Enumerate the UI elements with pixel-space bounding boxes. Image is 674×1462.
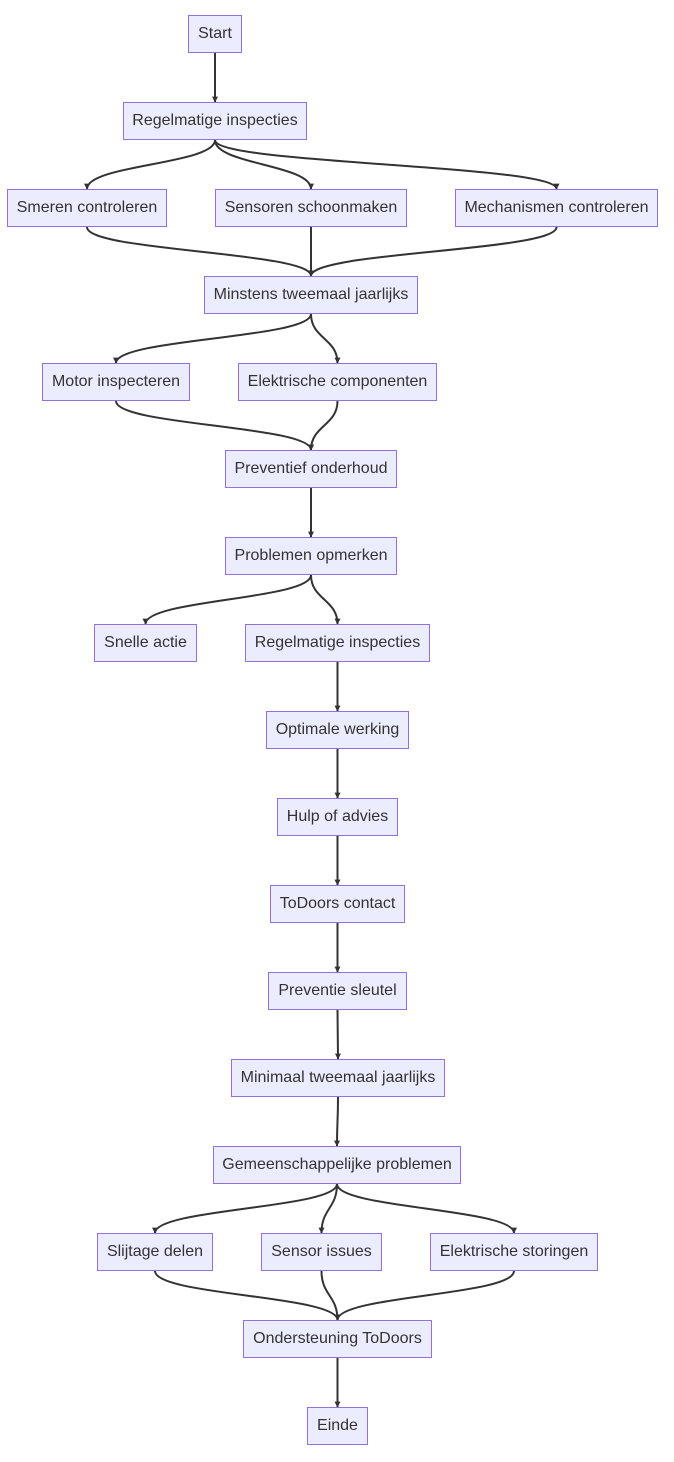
node-preventive: Preventief onderhoud: [225, 450, 397, 488]
edge-minimum-twice-to-common: [334, 1096, 341, 1147]
node-start: Start: [188, 15, 242, 53]
node-help: Hulp of advies: [277, 798, 398, 836]
node-motor: Motor inspecteren: [42, 363, 190, 401]
edge-key-to-minimum-twice: [334, 1009, 341, 1060]
node-common: Gemeenschappelijke problemen: [213, 1146, 461, 1184]
edge-notice-to-quick-action: [142, 574, 312, 625]
node-elec-faults: Elektrische storingen: [430, 1233, 598, 1271]
edge-common-to-sensor-issues: [318, 1183, 338, 1234]
edge-inspections1-to-mechanisms: [214, 139, 560, 190]
node-inspections1: Regelmatige inspecties: [123, 102, 307, 140]
edge-twice-yearly-to-motor: [113, 313, 312, 364]
node-quick-action: Snelle actie: [94, 624, 197, 662]
edge-inspections1-to-lubricate: [84, 139, 216, 190]
edge-common-to-elec-faults: [336, 1183, 517, 1234]
node-notice: Problemen opmerken: [225, 537, 397, 575]
edge-wear-to-support: [154, 1270, 341, 1321]
node-contact: ToDoors contact: [270, 885, 405, 923]
node-sensors-clean: Sensoren schoonmaken: [215, 189, 407, 227]
node-key: Preventie sleutel: [268, 972, 407, 1010]
node-sensor-issues: Sensor issues: [261, 1233, 382, 1271]
edge-notice-to-inspections2: [310, 574, 341, 625]
node-lubricate: Smeren controleren: [7, 189, 167, 227]
node-support: Ondersteuning ToDoors: [243, 1320, 432, 1358]
node-mechanisms: Mechanismen controleren: [455, 189, 658, 227]
edge-motor-to-preventive: [115, 400, 314, 451]
edge-common-to-wear: [152, 1183, 338, 1234]
node-wear: Slijtage delen: [97, 1233, 213, 1271]
node-electrical: Elektrische componenten: [238, 363, 437, 401]
edge-electrical-to-preventive: [308, 400, 339, 451]
node-minimum-twice: Minimaal tweemaal jaarlijks: [231, 1059, 445, 1097]
edge-lubricate-to-twice-yearly: [86, 226, 314, 277]
node-twice-yearly: Minstens tweemaal jaarlijks: [204, 276, 418, 314]
node-optimal: Optimale werking: [266, 711, 409, 749]
edge-inspections1-to-sensors-clean: [214, 139, 314, 190]
edge-mechanisms-to-twice-yearly: [308, 226, 558, 277]
node-inspections2: Regelmatige inspecties: [245, 624, 430, 662]
edge-twice-yearly-to-electrical: [310, 313, 341, 364]
node-end: Einde: [307, 1407, 368, 1445]
edge-sensor-issues-to-support: [320, 1270, 341, 1321]
edge-elec-faults-to-support: [334, 1270, 515, 1321]
